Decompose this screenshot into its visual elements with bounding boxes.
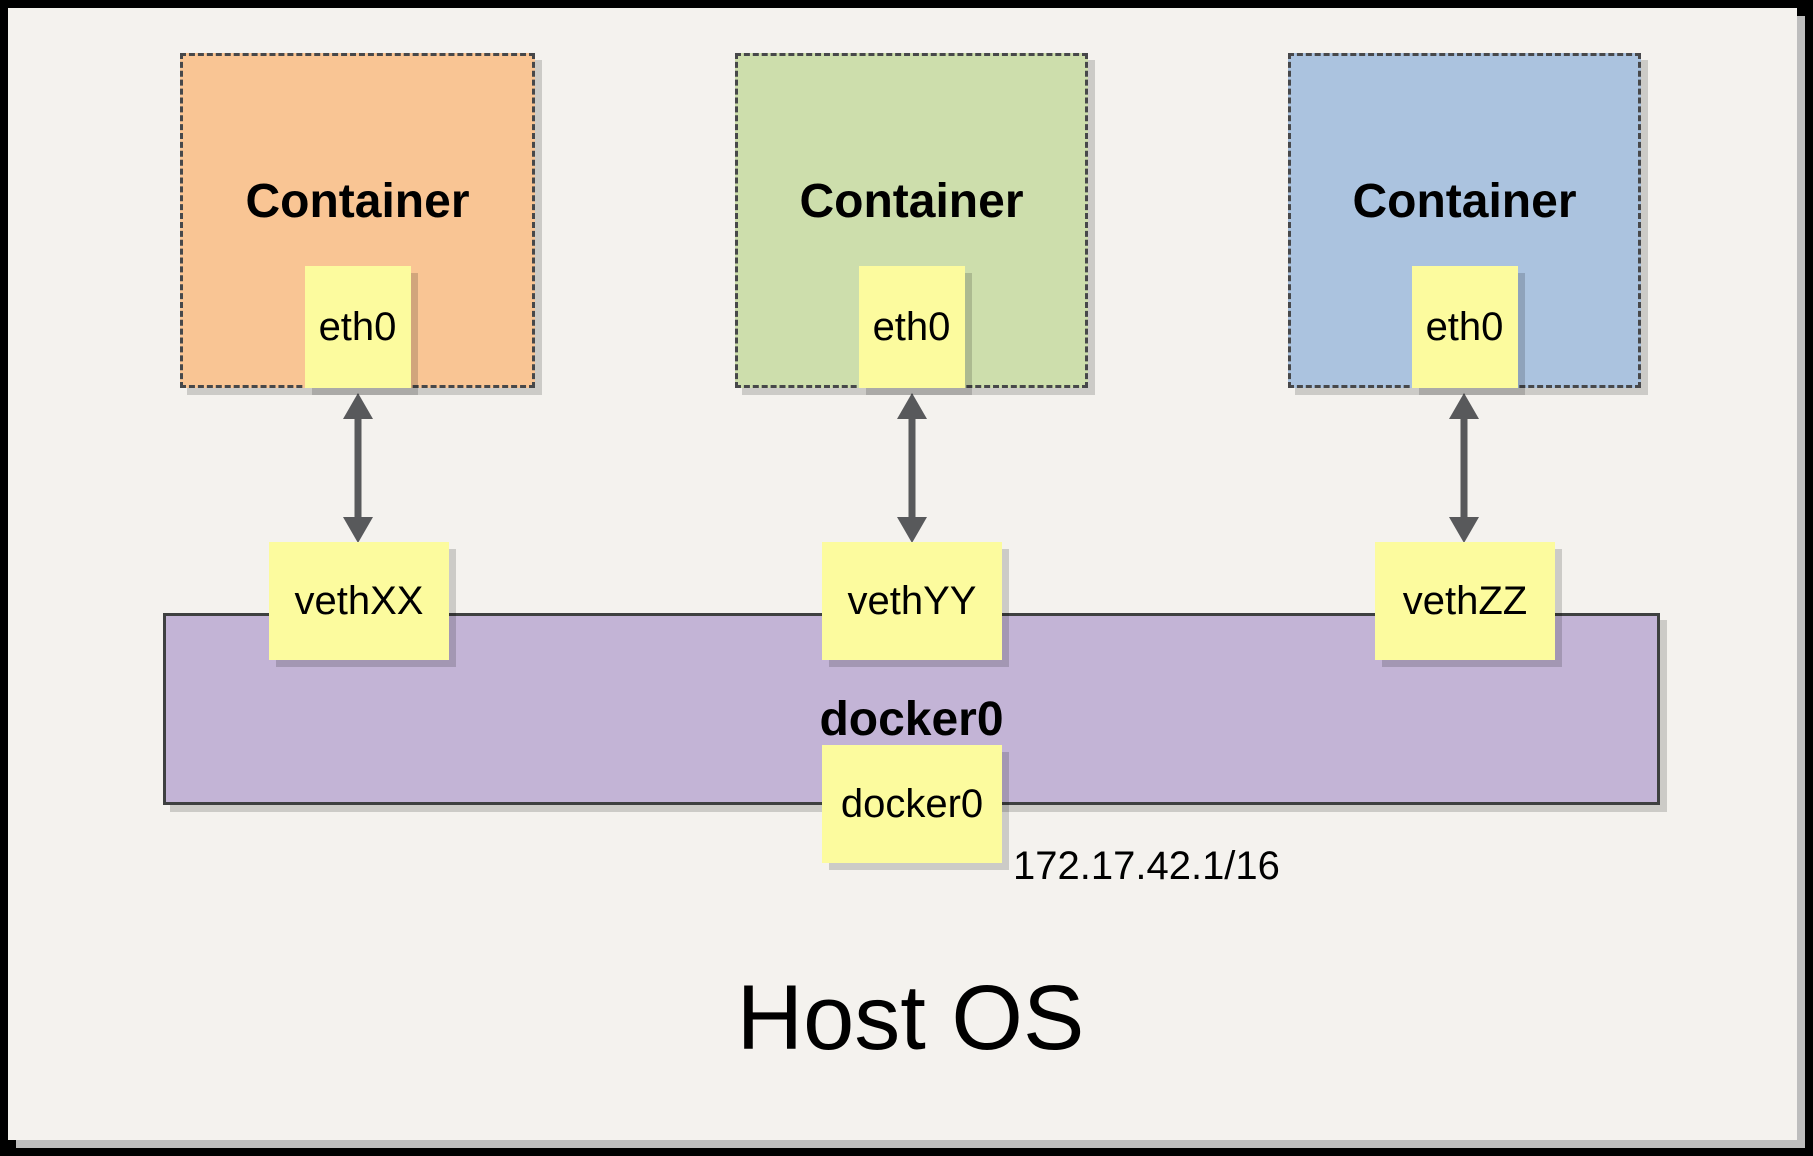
container-label: Container <box>245 175 470 228</box>
veth-endpoint-box: vethZZ <box>1375 542 1555 660</box>
eth0-interface-box: eth0 <box>1411 266 1518 388</box>
arrow-head-down <box>343 517 373 543</box>
container-label: Container <box>1352 175 1577 228</box>
docker0-interface-box: docker0 <box>822 745 1002 863</box>
eth0-interface-box: eth0 <box>858 266 965 388</box>
arrow-head-up <box>343 393 373 419</box>
bidirectional-arrow-icon <box>897 393 927 543</box>
arrow-head-up <box>897 393 927 419</box>
host-os-label: Host OS <box>736 967 1085 1069</box>
arrow-shaft <box>1460 417 1468 519</box>
veth-endpoint-box: vethXX <box>269 542 449 660</box>
bidirectional-arrow-icon <box>343 393 373 543</box>
container-box-1: Container eth0 <box>180 53 535 388</box>
arrow-head-up <box>1449 393 1479 419</box>
veth-endpoint-box: vethYY <box>822 542 1002 660</box>
bidirectional-arrow-icon <box>1449 393 1479 543</box>
container-box-3: Container eth0 <box>1288 53 1641 388</box>
docker0-bridge-label: docker0 <box>819 693 1004 746</box>
arrow-shaft <box>354 417 362 519</box>
container-label: Container <box>799 175 1024 228</box>
bridge-ip-label: 172.17.42.1/16 <box>1013 844 1280 888</box>
arrow-head-down <box>1449 517 1479 543</box>
arrow-shaft <box>908 417 916 519</box>
container-box-2: Container eth0 <box>735 53 1088 388</box>
eth0-interface-box: eth0 <box>304 266 411 388</box>
arrow-head-down <box>897 517 927 543</box>
diagram-panel: Container eth0 Container eth0 Container … <box>8 8 1797 1140</box>
